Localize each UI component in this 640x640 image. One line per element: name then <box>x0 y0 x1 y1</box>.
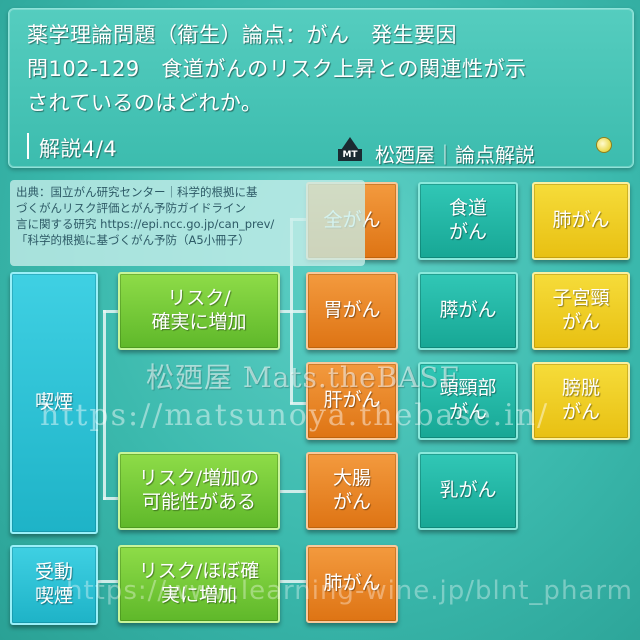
risk-certain-increase-box: リスク/ 確実に増加 <box>118 272 280 350</box>
question-title-line1: 薬学理論問題（衛生）論点：がん 発生要因 <box>27 23 457 47</box>
source-note-line: づくがんリスク評価とがん予防ガイドライン <box>16 201 246 215</box>
lung-cancer-box: 肺がん <box>532 182 630 260</box>
smoking-box: 喫煙 <box>10 272 98 534</box>
url-watermark: https://matsunoya.thebase.in/ <box>40 398 550 433</box>
divider-bar <box>27 133 29 159</box>
source-note-line: 言に関する研究 https://epi.ncc.go.jp/can_prev/ <box>16 217 275 231</box>
connector-line <box>103 310 106 500</box>
explanation-page-label: 解説4/4 <box>39 137 118 161</box>
risk-almost-certain-increase-box: リスク/ほぼ確 実に増加 <box>118 545 280 623</box>
passive-smoking-box: 受動 喫煙 <box>10 545 98 625</box>
source-note: 出典：国立がん研究センター｜科学的根拠に基 づくがんリスク評価とがん予防ガイドラ… <box>10 180 365 266</box>
mt-logo-icon: MT <box>337 137 363 167</box>
title-panel: 薬学理論問題（衛生）論点：がん 発生要因 問102-129 食道がんのリスク上昇… <box>8 8 634 168</box>
connector-line <box>278 310 308 313</box>
esophageal-cancer-box: 食道 がん <box>418 182 518 260</box>
connector-line <box>103 310 121 313</box>
question-title-line2: 問102-129 食道がんのリスク上昇との関連性が示 <box>27 57 527 81</box>
connector-line <box>278 580 308 583</box>
breast-cancer-box: 乳がん <box>418 452 518 530</box>
connector-line <box>290 402 308 405</box>
liver-cancer-box: 肝がん <box>306 362 398 440</box>
connector-line <box>278 490 308 493</box>
connector-line <box>103 497 121 500</box>
lung-cancer-passive-box: 肺がん <box>306 545 398 623</box>
pancreatic-cancer-box: 膵がん <box>418 272 518 350</box>
logo-text: MT <box>338 149 362 161</box>
head-neck-cancer-box: 頭頸部 がん <box>418 362 518 440</box>
note-url-watermark: https://www.learning-wine.jp/blnt_pharm <box>66 576 633 606</box>
colorectal-cancer-box: 大腸 がん <box>306 452 398 530</box>
brand-label: 松廼屋｜論点解説 <box>375 143 535 167</box>
brand-watermark: 松廼屋 Mats.theBASE <box>146 361 462 394</box>
explanation-page: 解説4/4 <box>27 133 118 163</box>
question-title-line3: されているのはどれか。 <box>27 91 263 115</box>
source-note-line: 出典：国立がん研究センター｜科学的根拠に基 <box>16 185 258 199</box>
stomach-cancer-box: 胃がん <box>306 272 398 350</box>
bulb-icon <box>596 137 612 153</box>
cervical-cancer-box: 子宮頸 がん <box>532 272 630 350</box>
bladder-cancer-box: 膀胱 がん <box>532 362 630 440</box>
connector-line <box>96 580 121 583</box>
source-note-line: 「科学的根拠に基づくがん予防（A5小冊子） <box>16 233 250 247</box>
risk-possible-increase-box: リスク/増加の 可能性がある <box>118 452 280 530</box>
